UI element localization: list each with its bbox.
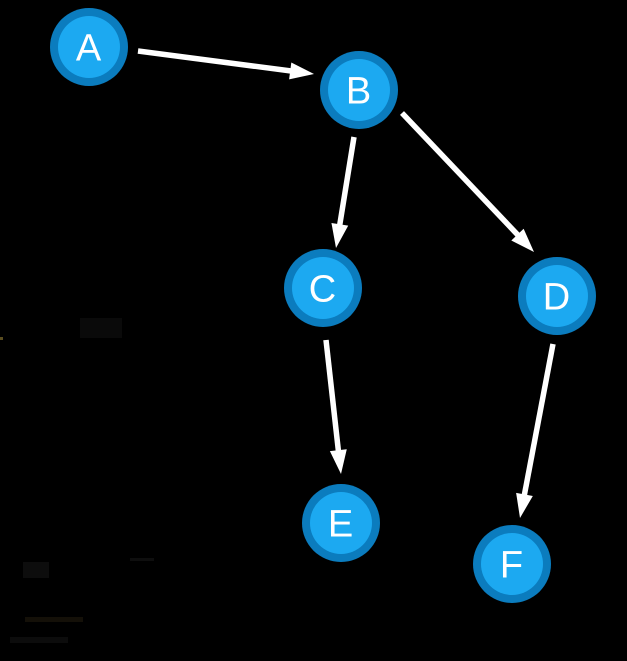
edge-line bbox=[400, 111, 521, 238]
node-label: B bbox=[346, 71, 372, 113]
node-D[interactable]: D bbox=[518, 257, 596, 335]
edge-line bbox=[137, 48, 293, 74]
arrowhead-icon bbox=[511, 228, 534, 252]
node-A[interactable]: A bbox=[50, 8, 128, 86]
node-body bbox=[58, 16, 120, 78]
edge-D-F bbox=[516, 343, 556, 518]
node-F[interactable]: F bbox=[473, 525, 551, 603]
edge-line bbox=[521, 343, 556, 497]
edge-A-B bbox=[137, 48, 314, 80]
arrowhead-icon bbox=[289, 62, 314, 80]
arrowhead-icon bbox=[329, 449, 347, 474]
edge-B-D bbox=[400, 111, 534, 252]
node-E[interactable]: E bbox=[302, 484, 380, 562]
node-body bbox=[292, 257, 354, 319]
edge-C-E bbox=[323, 339, 347, 474]
node-body bbox=[328, 59, 390, 121]
edge-B-C bbox=[331, 136, 357, 248]
node-body bbox=[526, 265, 588, 327]
node-label: E bbox=[328, 504, 354, 546]
node-label: D bbox=[543, 277, 571, 319]
arrowhead-icon bbox=[516, 492, 533, 518]
node-label: C bbox=[309, 269, 337, 311]
node-label: F bbox=[500, 545, 524, 587]
arrowhead-icon bbox=[331, 222, 349, 248]
node-C[interactable]: C bbox=[284, 249, 362, 327]
node-body bbox=[481, 533, 543, 595]
node-label: A bbox=[76, 28, 102, 70]
node-B[interactable]: B bbox=[320, 51, 398, 129]
node-body bbox=[310, 492, 372, 554]
edge-line bbox=[336, 136, 357, 227]
edge-line bbox=[323, 339, 342, 453]
